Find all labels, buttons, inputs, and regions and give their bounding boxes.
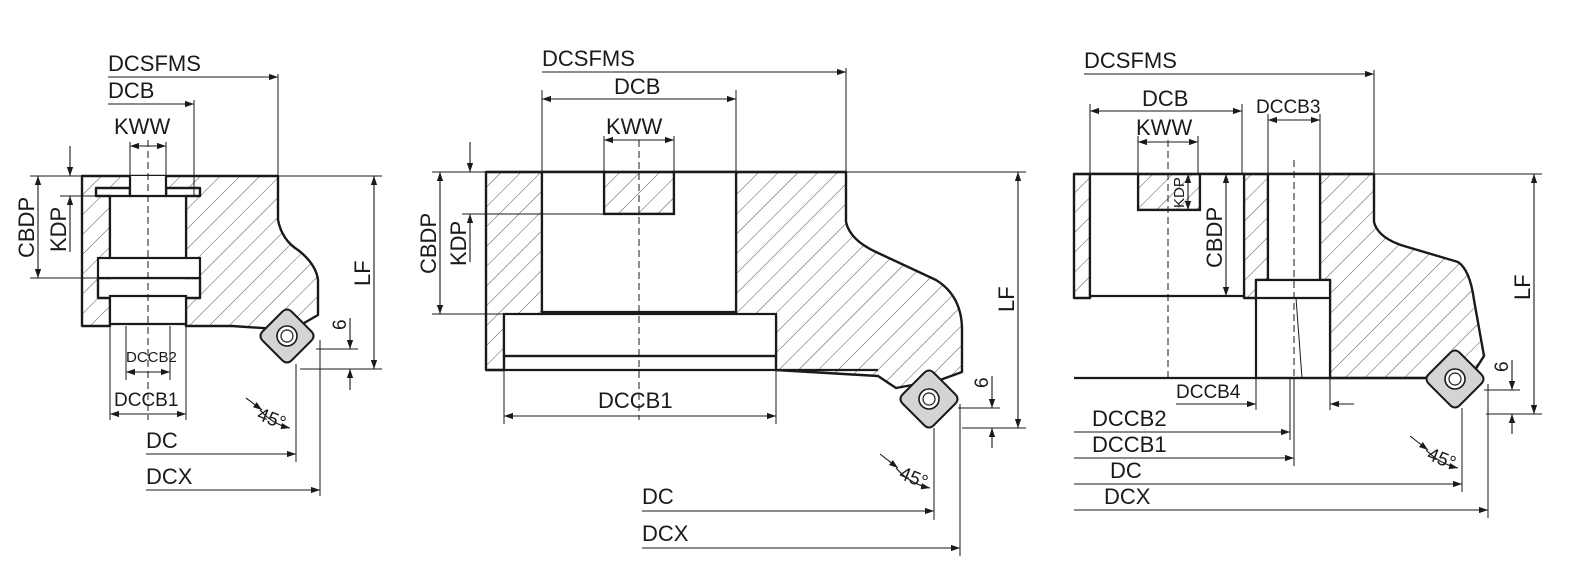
label-kww-3: KWW (1136, 115, 1192, 140)
label-six-1: 6 (330, 319, 351, 330)
view-medium-cutter: DCSFMS DCB KWW CBDP KDP LF 6 DCCB1 DC (416, 46, 1026, 556)
label-kdp-2: KDP (446, 221, 471, 266)
label-dcx-2: DCX (642, 521, 689, 546)
label-kww-2: KWW (606, 114, 662, 139)
label-cbdp-2: CBDP (416, 213, 441, 274)
dim-angle-2 (895, 467, 931, 490)
label-dccb1-3: DCCB1 (1092, 432, 1167, 457)
dim-angle-3 (1425, 449, 1459, 470)
label-dc-2: DC (642, 484, 674, 509)
label-kdp-1: KDP (46, 207, 71, 252)
label-dcsfms-3: DCSFMS (1084, 48, 1177, 73)
label-kww-1: KWW (114, 114, 170, 139)
label-kdp-3: KDP (1171, 177, 1188, 208)
label-dcb-3: DCB (1142, 86, 1188, 111)
dim-angle-1 (259, 409, 291, 430)
label-dcx-1: DCX (146, 464, 193, 489)
label-six-3: 6 (1492, 361, 1513, 372)
label-dcb-2: DCB (614, 74, 660, 99)
counterbore-2 (502, 312, 778, 358)
label-lf-1: LF (350, 260, 375, 286)
label-dccb3-3: DCCB3 (1256, 97, 1320, 118)
label-angle-2: 45° (896, 463, 931, 493)
label-dcsfms-2: DCSFMS (542, 46, 635, 71)
label-dccb1-2: DCCB1 (598, 388, 673, 413)
label-cbdp-3: CBDP (1202, 207, 1227, 268)
label-dccb2-1: DCCB2 (126, 349, 177, 366)
label-dcb-1: DCB (108, 78, 154, 103)
label-dccb2-3: DCCB2 (1092, 406, 1167, 431)
label-angle-3: 45° (1424, 444, 1459, 474)
label-lf-3: LF (1510, 274, 1535, 300)
view-small-cutter: DCSFMS DCB KWW CBDP KDP LF 6 DCCB2 DCCB1 (14, 51, 382, 496)
label-angle-1: 45° (254, 404, 289, 434)
label-dc-3: DC (1110, 458, 1142, 483)
label-dcx-3: DCX (1104, 484, 1151, 509)
insert-1 (259, 308, 315, 364)
insert-3 (1425, 349, 1485, 409)
insert-2 (899, 369, 959, 429)
counterbore-3 (1254, 278, 1332, 380)
label-dccb4-3: DCCB4 (1176, 382, 1241, 403)
label-lf-2: LF (994, 286, 1019, 312)
label-dccb1-1: DCCB1 (114, 390, 178, 411)
label-six-2: 6 (972, 377, 993, 388)
label-cbdp-1: CBDP (14, 197, 39, 258)
view-large-cutter: DCSFMS DCB KWW DCCB3 KDP CBDP LF 6 DCCB4 (1072, 48, 1542, 518)
label-dc-1: DC (146, 428, 178, 453)
label-dcsfms-1: DCSFMS (108, 51, 201, 76)
bore-groove-1 (96, 256, 202, 280)
